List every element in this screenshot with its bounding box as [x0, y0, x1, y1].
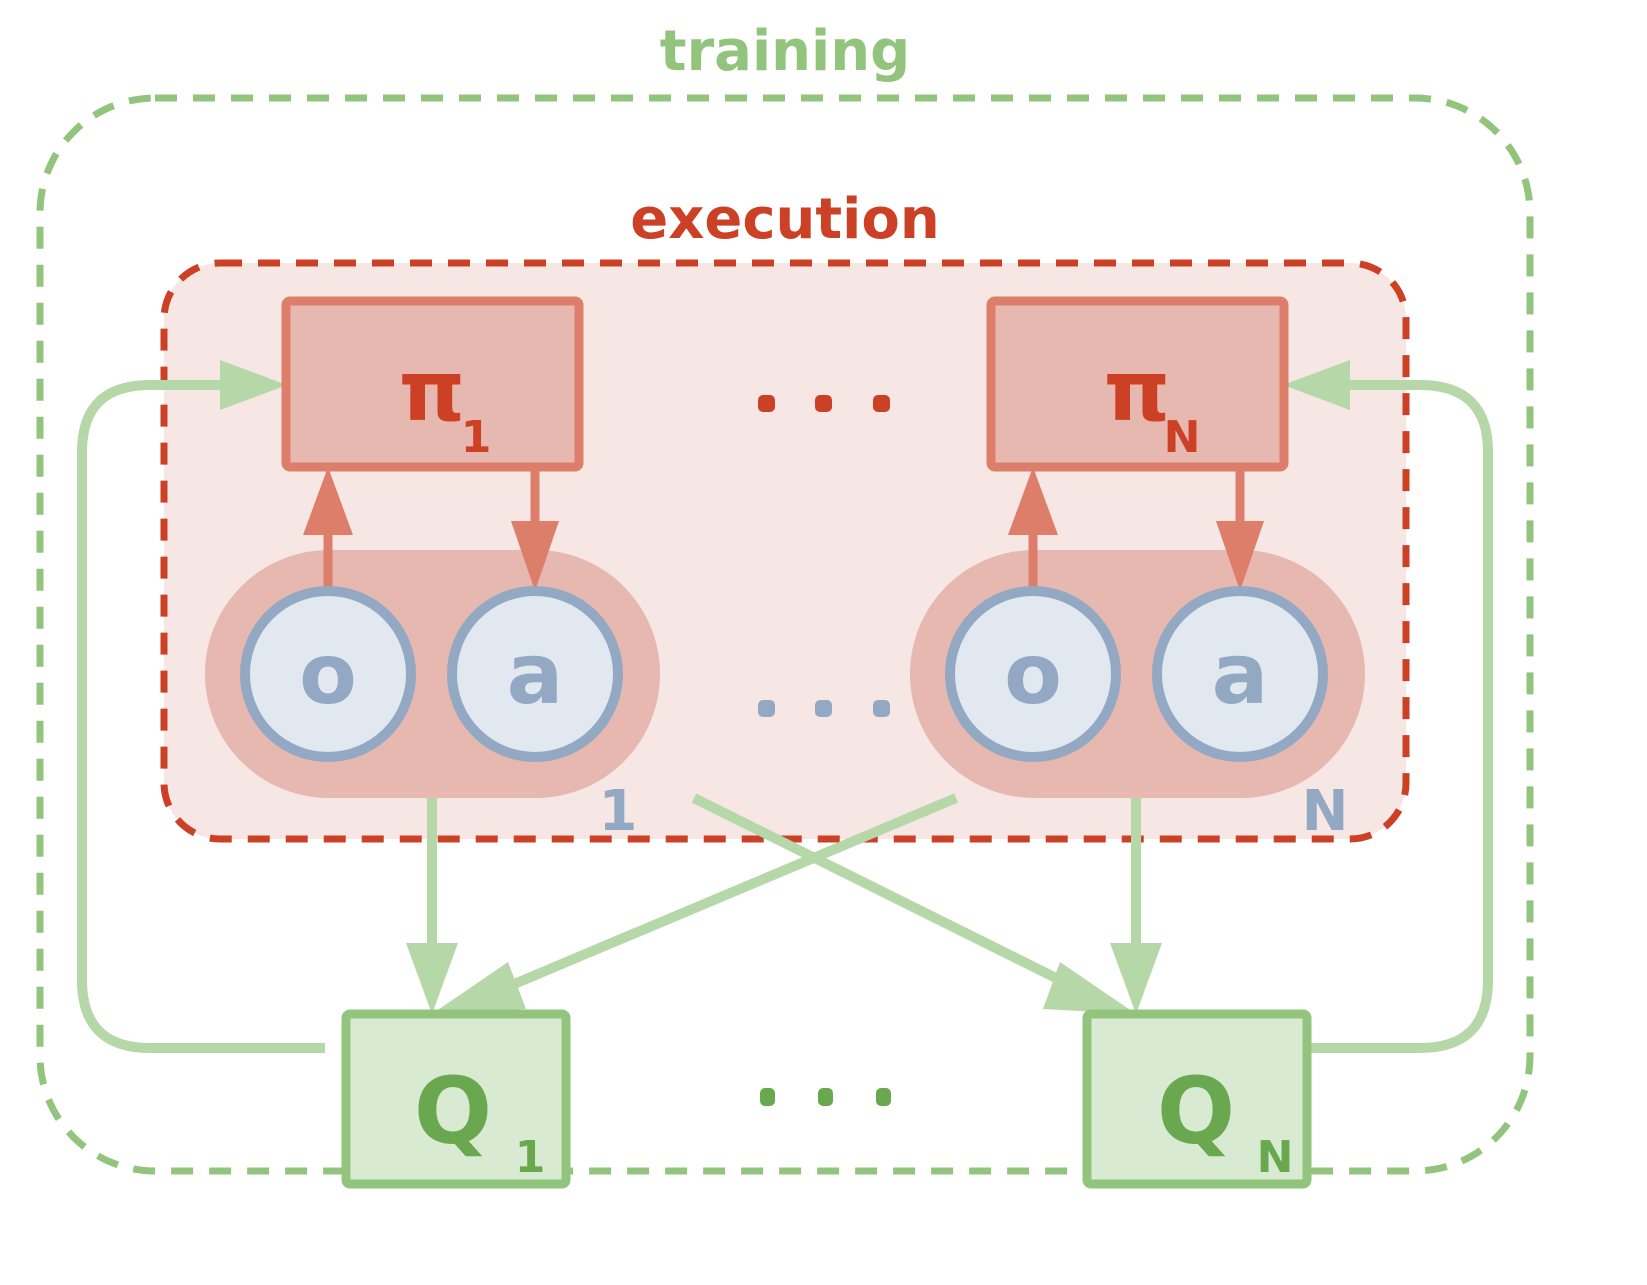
critic-n-box: [1082, 1009, 1312, 1189]
observation-1-node: [240, 586, 416, 762]
agent-n-to-q1-shaft: [498, 793, 958, 995]
agent-n-to-q1-arrowhead: [432, 962, 526, 1014]
critic-1-symbol: Q: [414, 1058, 492, 1165]
agent-n-to-qn-arrowhead: [1110, 943, 1162, 1014]
policy-1-subscript: 1: [461, 412, 492, 463]
policy-n-box: [986, 296, 1289, 472]
feedback-arrowhead-pin: [1283, 360, 1350, 410]
action-1-node: [447, 586, 623, 762]
critic-1-subscript: 1: [515, 1132, 546, 1183]
action-n-node: [1152, 586, 1328, 762]
critic-ellipsis: [760, 1088, 891, 1106]
obs-n-to-policy-arrowhead: [1008, 467, 1058, 535]
policy-1-symbol: π: [399, 342, 465, 440]
agent-1-to-q1-arrowhead: [406, 943, 458, 1014]
policy-ellipsis: [758, 395, 890, 412]
feedback-line-qn-to-pin: [1244, 380, 1493, 1053]
critic-n-symbol: Q: [1157, 1058, 1235, 1165]
observation-n-node: [945, 586, 1121, 762]
observation-1-label: o: [299, 625, 357, 723]
agent-1-to-qn-shaft: [691, 793, 1073, 990]
obs-1-to-policy-arrowhead: [303, 467, 353, 535]
feedback-arrowhead-pi1: [220, 360, 287, 410]
agent-1-to-qn-arrowhead: [1043, 962, 1136, 1014]
feedback-line-q1-to-pi1: [77, 380, 325, 1053]
execution-label: execution: [630, 187, 939, 252]
action-1-label: a: [507, 625, 564, 723]
policy-n-symbol: π: [1104, 342, 1170, 440]
observation-n-label: o: [1004, 625, 1062, 723]
policy-1-to-action-arrowhead: [511, 521, 559, 591]
action-n-label: a: [1212, 625, 1269, 723]
policy-n-to-action-arrowhead: [1216, 521, 1264, 591]
policy-1-box: [281, 296, 584, 472]
critic-1-box: [341, 1009, 571, 1189]
policy-n-subscript: N: [1164, 412, 1201, 463]
training-label: training: [660, 19, 910, 84]
critic-n-subscript: N: [1257, 1132, 1294, 1183]
agent-n-index: N: [1302, 779, 1349, 844]
agent-ellipsis: [758, 700, 890, 717]
training-region: [36, 94, 1534, 1175]
agent-1-index: 1: [599, 779, 638, 844]
